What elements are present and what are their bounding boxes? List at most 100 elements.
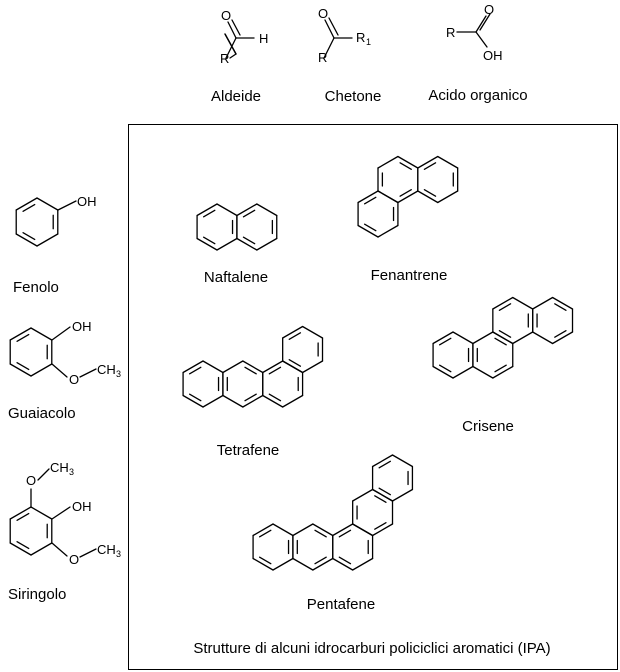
naphthalene-ring-bond (196, 237, 218, 251)
chrysene-ring-bond (432, 331, 454, 345)
naphthalene-ring-bond (196, 203, 218, 217)
pentaphene-ring-double-bond (374, 522, 387, 530)
tetraphene-ring-bond (301, 360, 324, 374)
phenanthrene-ring-bond (377, 224, 399, 238)
phenanthrene-ring-double-bond (399, 162, 412, 170)
naphthalene-ring-bond (216, 203, 238, 217)
tetraphene-ring-double-bond (188, 393, 202, 402)
phenol-ring-double-bond (22, 232, 36, 241)
pentaphene-ring-bond (371, 488, 394, 502)
chrysene-ring-bond (492, 365, 514, 379)
acid-r-group: R (446, 25, 455, 40)
label-tetrafene: Tetrafene (216, 442, 280, 459)
chrysene-ring-bond (551, 296, 574, 310)
naphthalene-ring-double-bond (242, 209, 256, 218)
ketone-oxygen: O (318, 6, 328, 21)
ketone-c-r-bond (323, 37, 335, 59)
chrysene-ring-double-bond (498, 330, 512, 338)
chrysene-ring-bond (532, 331, 554, 345)
chrysene-ring-bond (492, 331, 514, 345)
syringol-ring-bond (9, 542, 32, 556)
pentaphene-ring-bond (371, 454, 394, 468)
tetraphene-ring-bond (182, 360, 204, 374)
tetraphene-ring-bond (202, 360, 224, 374)
guaiacol-ring-double-bond (16, 362, 30, 371)
naphthalene-ring-bond (216, 237, 238, 251)
pentaphene-ring-bond (391, 454, 414, 468)
tetraphene-ring-double-bond (288, 332, 302, 340)
pentaphene-ring-double-bond (338, 529, 352, 538)
aldehyde-r-bond (224, 33, 237, 55)
label-fenantrene: Fenantrene (370, 267, 448, 284)
chrysene-ring-bond (432, 365, 454, 379)
phenol-ring-bond (15, 197, 38, 211)
pentaphene-ring-bond (272, 557, 294, 571)
label-chetone: Chetone (324, 88, 382, 105)
chrysene-ring-bond (472, 331, 494, 345)
chrysene-ring-bond (551, 331, 574, 345)
naphthalene-ring-bond (256, 237, 278, 251)
syringol-hydroxyl: OH (72, 499, 92, 514)
pentaphene-ring-bond (292, 557, 314, 571)
acid-oxygen: O (484, 2, 494, 17)
naphthalene-ring-double-bond (202, 209, 216, 218)
guaiacol-ring-bond (9, 327, 32, 341)
pentaphene-ring-bond (272, 523, 294, 537)
phenanthrene-ring-bond (437, 155, 459, 169)
phenanthrene-ring-double-bond (423, 189, 437, 197)
syringol-top-oxygen: O (26, 473, 36, 488)
pentaphene-ring-double-bond (258, 529, 272, 538)
tetraphene-ring-bond (222, 394, 244, 408)
syringol-c-o-bottom-bond (51, 542, 68, 557)
acid-c-oh-bond (475, 31, 488, 48)
phenanthrene-ring-double-bond (423, 162, 437, 170)
pentaphene-ring-double-bond (378, 460, 391, 469)
chrysene-ring-bond (512, 331, 534, 345)
guaiacol-ring-bond (9, 363, 32, 377)
tetraphene-ring-double-bond (268, 393, 282, 402)
phenanthrene-ring-bond (377, 155, 399, 169)
chrysene-ring-double-bond (554, 303, 567, 311)
phenanthrene-ring-bond (357, 190, 379, 204)
syringol-ring-double-bond (16, 541, 30, 550)
tetraphene-ring-bond (242, 360, 264, 374)
pentaphene-ring-bond (332, 523, 354, 537)
chrysene-ring-bond (472, 365, 494, 379)
phenol-ring-double-bond (22, 203, 36, 212)
pentaphene-ring-bond (352, 557, 374, 571)
chrysene-ring-double-bond (554, 330, 567, 338)
phenol-ring-bond (36, 197, 59, 211)
guaiacol-hydroxyl: OH (72, 319, 92, 334)
chrysene-ring-double-bond (494, 364, 507, 373)
phenanthrene-ring-double-bond (363, 196, 377, 205)
syringol-ring-bond (30, 542, 53, 556)
aldehyde-oxygen: O (221, 8, 231, 23)
tetraphene-ring-double-bond (188, 366, 202, 375)
label-naftalene: Naftalene (203, 269, 269, 286)
chrysene-ring-double-bond (438, 337, 452, 346)
syringol-o-ch3-bottom-bond (79, 548, 97, 558)
pentaphene-ring-double-bond (374, 495, 387, 503)
tetraphene-ring-bond (282, 360, 304, 374)
tetraphene-ring-bond (262, 394, 284, 408)
guaiacol-ring-bond (30, 327, 53, 341)
ketone-r1-subscript: 1 (366, 37, 371, 47)
phenol-hydroxyl: OH (77, 194, 97, 209)
pentaphene-ring-double-bond (314, 529, 327, 538)
phenanthrene-ring-bond (357, 224, 379, 238)
syringol-ring-bond (9, 506, 32, 520)
acid-c-o-double-bond (479, 13, 491, 31)
guaiacol-oxygen: O (69, 372, 79, 387)
pentaphene-ring-double-bond (314, 556, 327, 565)
label-acido-organico: Acido organico (428, 87, 528, 104)
pentaphene-ring-bond (391, 488, 414, 502)
guaiacol-o-ch3-bond (79, 368, 97, 378)
syringol-ring-bond (30, 506, 53, 520)
syringol-bottom-methyl: CH (97, 542, 116, 557)
tetraphene-ring-double-bond (244, 366, 257, 375)
phenanthrene-ring-double-bond (399, 189, 412, 197)
bond-lines (9, 13, 574, 571)
ketone-r1-group: R (356, 30, 365, 45)
syringol-top-methyl: CH (50, 460, 69, 475)
chrysene-ring-bond (512, 296, 534, 310)
